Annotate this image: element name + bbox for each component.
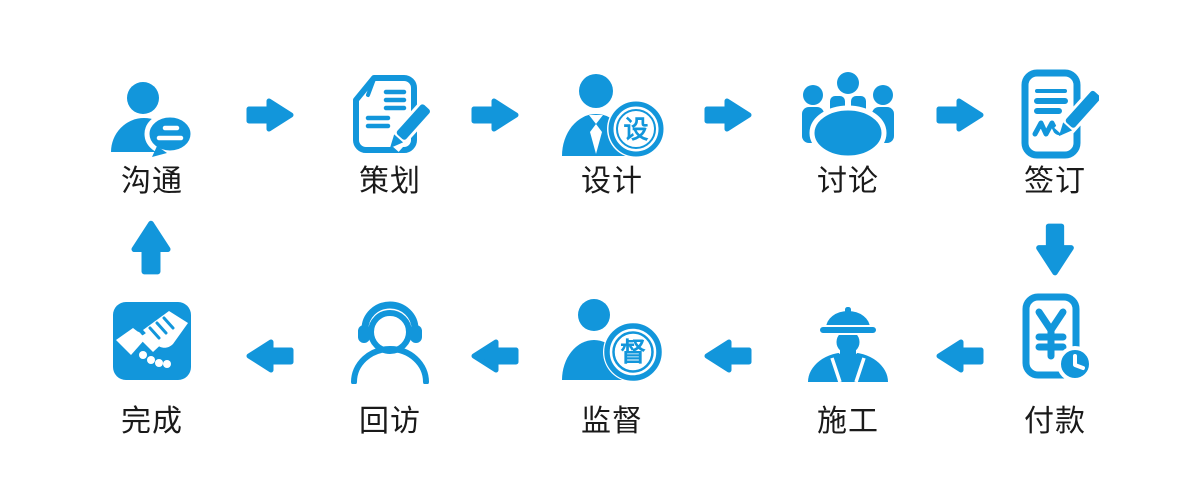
contract-sign-icon xyxy=(1011,69,1099,160)
step-payment: 付款 xyxy=(965,293,1145,440)
arrow-right-icon xyxy=(469,96,521,134)
step-follow-up: 回访 xyxy=(300,298,480,440)
person-chat-icon xyxy=(107,70,197,160)
step-discussion: 讨论 xyxy=(758,70,938,200)
arrow-up-icon xyxy=(128,218,174,276)
arrow-right-icon xyxy=(702,96,754,134)
step-label: 策划 xyxy=(359,165,421,198)
arrow-left-icon xyxy=(934,337,986,375)
step-label: 回访 xyxy=(359,405,421,438)
arrow-right-icon xyxy=(934,96,986,134)
step-label: 沟通 xyxy=(121,165,183,198)
payment-clock-icon xyxy=(1012,293,1098,384)
arrow-right-icon xyxy=(244,96,296,134)
arrow-down-icon xyxy=(1033,222,1077,278)
design-badge-char: 设 xyxy=(623,116,648,144)
step-label: 付款 xyxy=(1024,405,1086,438)
designer-badge-icon: 设 xyxy=(558,70,666,160)
step-label: 签订 xyxy=(1024,165,1086,198)
arrow-left-icon xyxy=(702,337,754,375)
construction-worker-icon xyxy=(802,298,894,384)
step-label: 施工 xyxy=(817,405,879,438)
supervisor-badge-icon: 督 xyxy=(558,298,666,384)
step-completion: 完成 xyxy=(62,298,242,440)
step-signing: 签订 xyxy=(965,69,1145,200)
step-label: 监督 xyxy=(581,405,643,438)
arrow-left-icon xyxy=(244,337,296,375)
step-construction: 施工 xyxy=(758,298,938,440)
step-communication: 沟通 xyxy=(62,70,242,200)
document-pen-icon xyxy=(346,70,434,160)
supervision-badge-char: 督 xyxy=(620,337,646,367)
meeting-table-icon xyxy=(796,70,900,160)
step-label: 设计 xyxy=(581,165,643,198)
step-label: 完成 xyxy=(121,405,183,438)
handshake-icon xyxy=(109,298,195,384)
step-planning: 策划 xyxy=(300,70,480,200)
headset-person-icon xyxy=(344,298,436,384)
step-design: 设 设计 xyxy=(522,70,702,200)
step-label: 讨论 xyxy=(817,165,879,198)
arrow-left-icon xyxy=(469,337,521,375)
step-supervision: 督 监督 xyxy=(522,298,702,440)
